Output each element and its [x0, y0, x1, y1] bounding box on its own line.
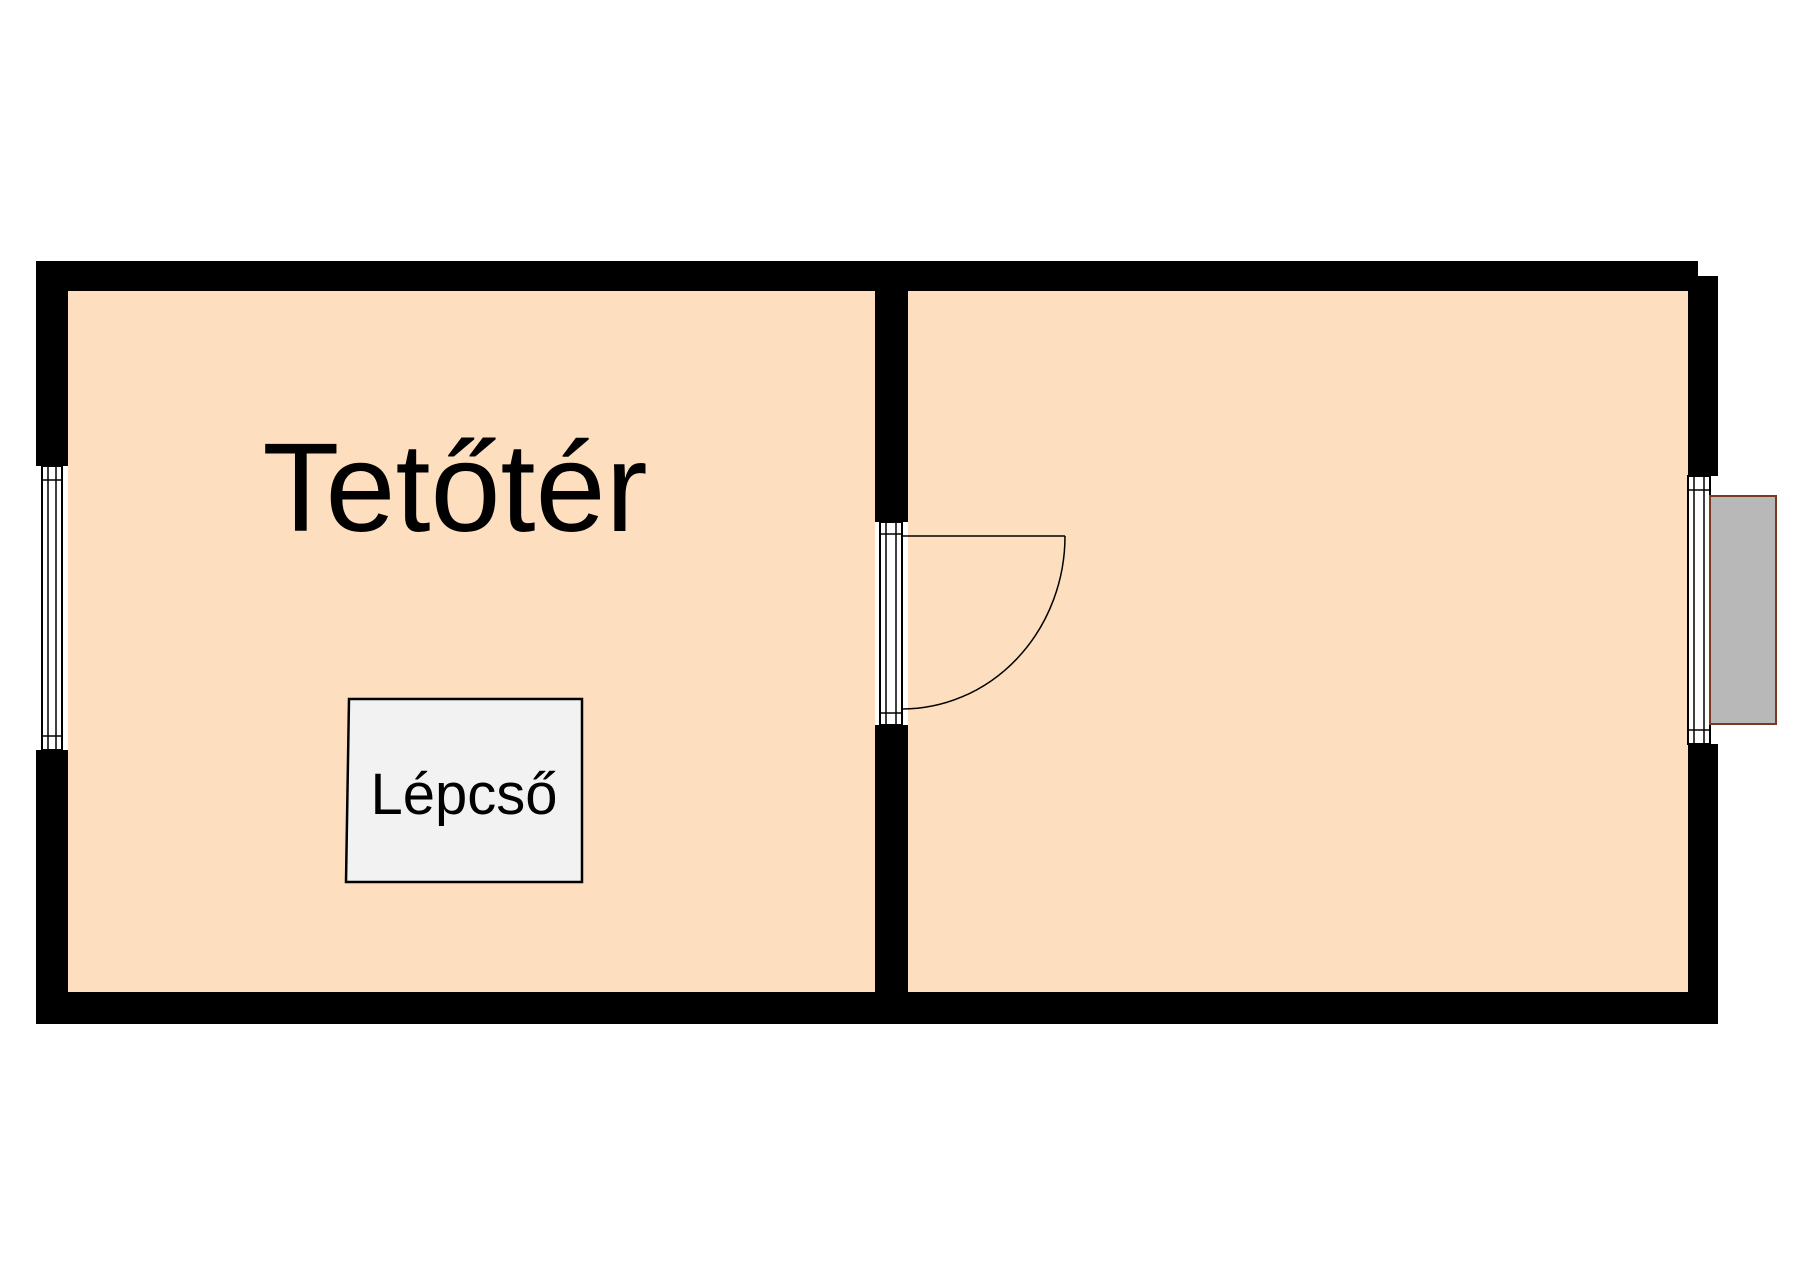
window-left — [41, 465, 63, 751]
room-label-tetoter: Tetőtér — [262, 417, 647, 558]
outer-wall-top — [36, 261, 1698, 291]
stairwell: Lépcső — [344, 697, 584, 884]
door-swing — [901, 535, 1066, 710]
outer-wall-left-lower — [36, 750, 68, 1024]
room-floor-right — [908, 291, 1688, 992]
outer-wall-right-upper — [1688, 276, 1718, 476]
window-right — [1687, 475, 1711, 745]
outer-wall-left-upper — [36, 261, 68, 466]
balcony — [1709, 495, 1777, 725]
partition-wall-lower — [875, 725, 908, 1024]
door-frame — [879, 521, 903, 726]
partition-wall-upper — [875, 261, 908, 522]
stair-label: Lépcső — [370, 762, 557, 827]
outer-wall-right-lower — [1688, 744, 1718, 1024]
room-floor-tetoter — [68, 291, 875, 992]
